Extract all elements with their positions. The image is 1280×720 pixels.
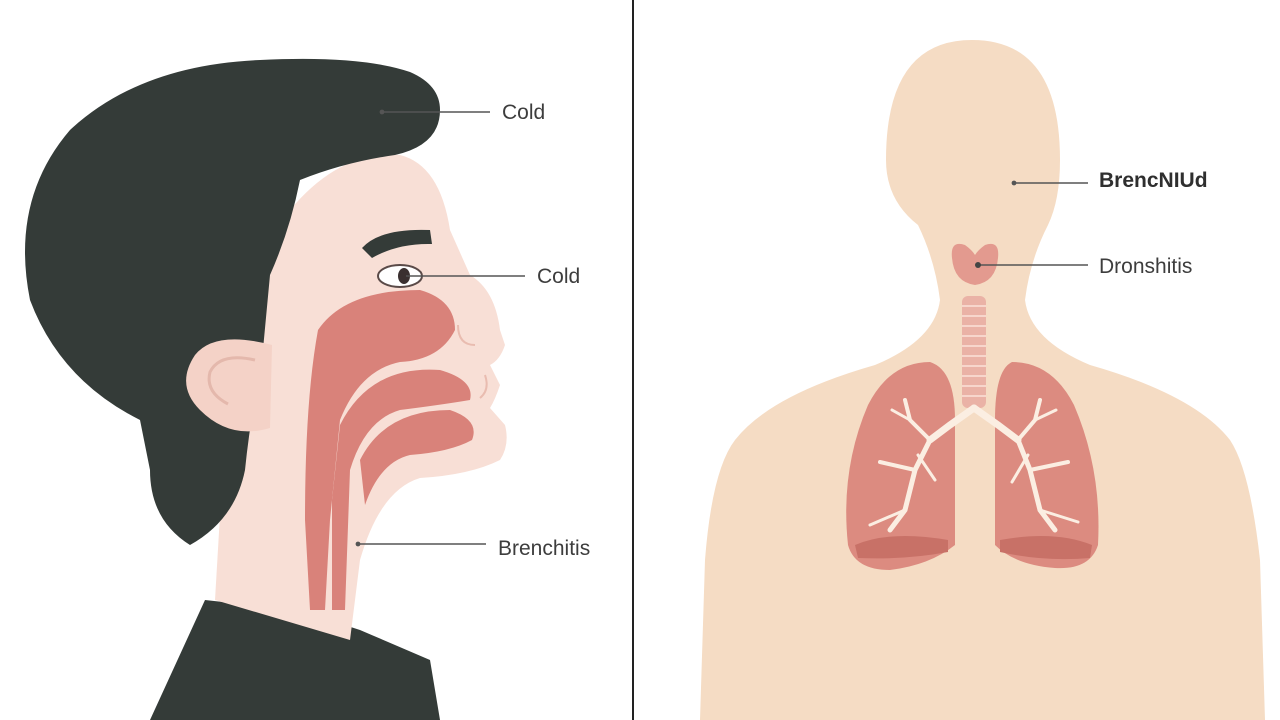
hair: [25, 58, 440, 545]
leader-dot-neck: [355, 541, 361, 547]
label-cold-hair: Cold: [502, 101, 546, 124]
label-head-right: BrencNIUd: [1099, 169, 1208, 192]
throat-airway: [332, 369, 471, 610]
nostril-line: [457, 324, 476, 346]
lip-line: [479, 374, 488, 399]
label-cold-eye: Cold: [537, 265, 581, 288]
pupil: [398, 268, 410, 284]
eyebrow: [362, 229, 432, 258]
thyroid: [951, 243, 999, 285]
leader-dot-head: [1011, 180, 1017, 186]
leader-dot-hair: [379, 109, 385, 115]
trachea-rings: [962, 305, 986, 397]
right-lung-shade: [1000, 536, 1092, 560]
bronchial-tree: [868, 398, 1080, 533]
ear: [186, 339, 272, 432]
leader-dot-throat: [975, 262, 981, 268]
shirt: [150, 600, 440, 720]
oral-cavity: [360, 410, 474, 505]
label-bronchitis-neck: Brenchitis: [498, 537, 591, 560]
label-throat-right: Dronshitis: [1099, 255, 1193, 278]
ear-inner: [207, 356, 256, 406]
nasal-cavity: [305, 290, 455, 610]
left-panel: [25, 58, 525, 720]
left-lung-shade: [855, 536, 948, 559]
trachea: [962, 296, 986, 408]
right-panel: [700, 40, 1265, 720]
